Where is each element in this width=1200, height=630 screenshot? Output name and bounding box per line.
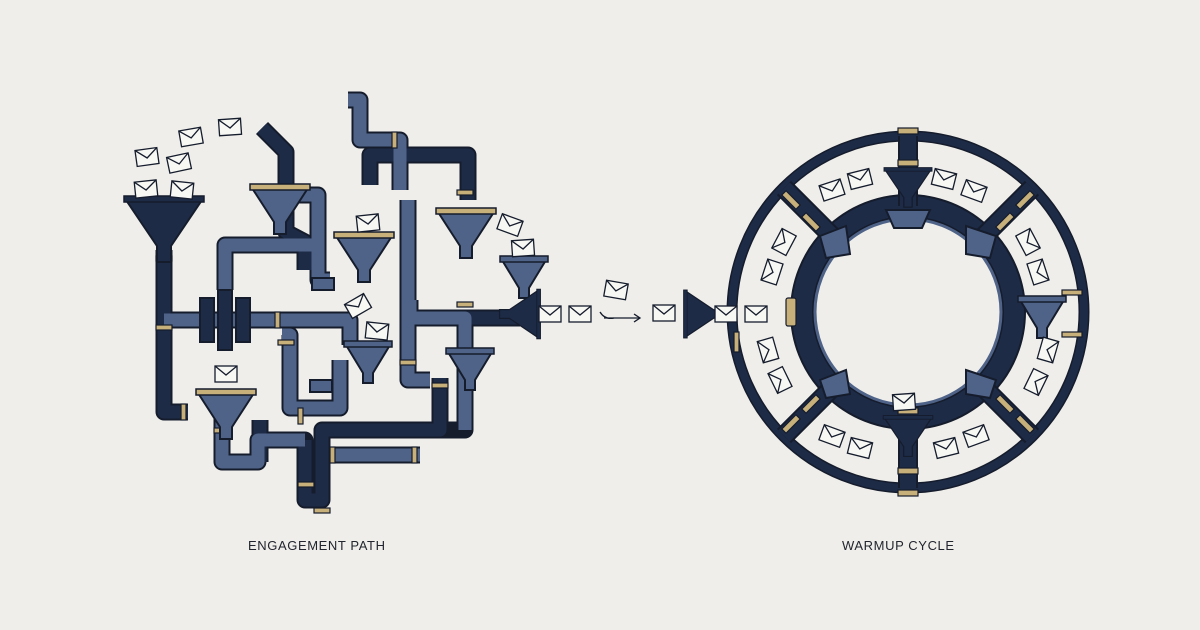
envelope-icon	[930, 167, 958, 191]
funnel-icon	[249, 183, 311, 235]
envelope-icon	[760, 258, 784, 286]
envelope-icon	[364, 321, 390, 341]
envelope-icon	[165, 152, 193, 174]
envelope-icon	[1036, 336, 1060, 364]
envelope-icon	[568, 305, 592, 323]
envelope-icon	[169, 180, 195, 200]
engagement-path-pipes	[155, 91, 520, 509]
funnel-icon	[435, 207, 497, 259]
envelope-icon	[891, 392, 917, 412]
envelope-icon	[744, 305, 768, 323]
funnel-icon	[195, 388, 257, 440]
envelope-icon	[1015, 227, 1041, 257]
envelope-icon	[846, 167, 874, 191]
envelope-icon	[714, 305, 738, 323]
envelope-icon	[496, 213, 524, 237]
envelope-icon	[355, 213, 381, 233]
warmup-cycle-caption: WARMUP CYCLE	[842, 538, 955, 553]
envelope-icon	[178, 126, 204, 148]
envelope-icon	[932, 436, 960, 460]
envelope-icon	[1023, 367, 1049, 397]
pipe-couplings	[733, 127, 1083, 497]
funnel-icon	[343, 340, 393, 384]
arrow-right-icon	[599, 311, 642, 323]
envelope-icon	[962, 424, 990, 448]
envelope-icon	[960, 179, 988, 203]
funnel-icon	[333, 231, 395, 283]
envelope-icon	[846, 436, 874, 460]
envelope-icon	[134, 146, 160, 168]
funnel-icon	[123, 195, 205, 263]
envelope-icon	[217, 117, 243, 137]
ring-junctions	[818, 209, 998, 400]
envelope-icon	[818, 178, 846, 202]
funnel-icon	[445, 347, 495, 391]
envelope-icon	[1026, 258, 1050, 286]
envelope-icon	[214, 365, 238, 383]
envelope-icon	[510, 238, 536, 258]
envelope-icon	[133, 179, 159, 199]
envelope-icon	[767, 365, 793, 395]
valve-block	[199, 277, 335, 393]
envelope-icon	[756, 336, 780, 364]
envelope-icon	[538, 305, 562, 323]
envelope-icon	[652, 304, 676, 322]
envelope-icon	[818, 424, 846, 448]
funnel-icon	[882, 414, 934, 458]
engagement-path-caption: ENGAGEMENT PATH	[248, 538, 386, 553]
envelope-icon	[603, 279, 629, 301]
envelope-icon	[771, 227, 797, 257]
